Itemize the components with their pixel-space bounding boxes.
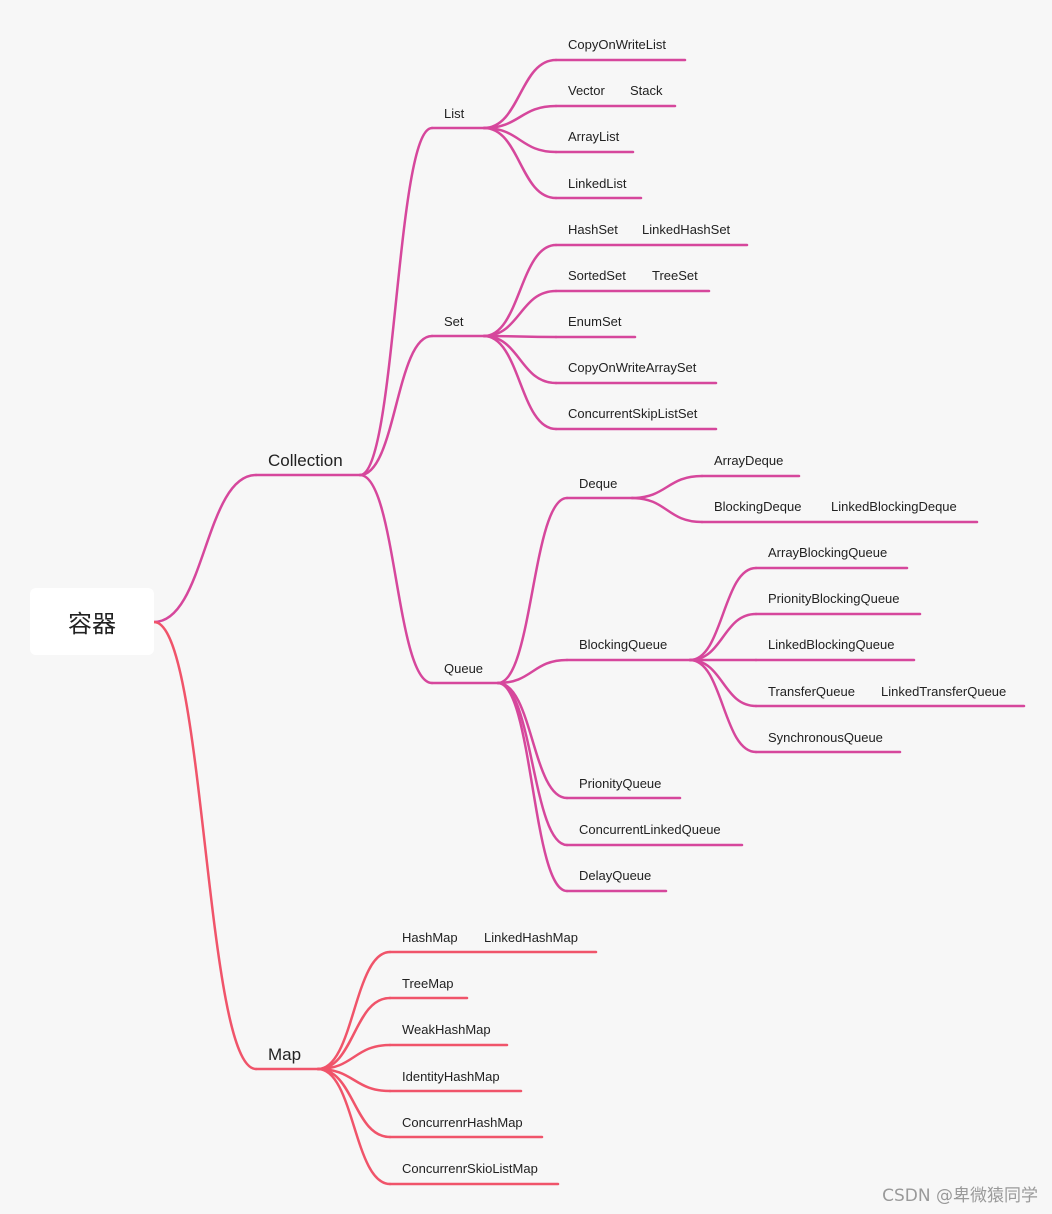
connector-curve: [630, 474, 704, 500]
node-prionityblockingqueue[interactable]: PrionityBlockingQueue: [768, 591, 900, 606]
node-deque[interactable]: Deque: [579, 476, 618, 491]
node-queue[interactable]: Queue: [444, 661, 484, 676]
connector-curve: [152, 473, 258, 624]
connector-curve: [316, 1043, 392, 1071]
node-stack[interactable]: Stack: [630, 83, 663, 98]
node-linkedblockingqueue[interactable]: LinkedBlockingQueue: [768, 637, 895, 652]
connector-curve: [316, 996, 392, 1071]
connector-curve: [316, 1067, 392, 1186]
node-delayqueue[interactable]: DelayQueue: [579, 868, 652, 883]
node-list[interactable]: List: [444, 106, 465, 121]
node-identityhashmap[interactable]: IdentityHashMap: [402, 1069, 500, 1084]
root-label: 容器: [68, 610, 116, 638]
connector-curve: [496, 681, 569, 847]
connector-curve: [482, 334, 558, 431]
connector-curve: [630, 496, 704, 524]
node-arraydeque[interactable]: ArrayDeque: [714, 453, 784, 468]
node-linkedtransferqueue[interactable]: LinkedTransferQueue: [881, 684, 1007, 699]
connector-curve: [496, 496, 569, 685]
connector-curve: [358, 126, 434, 477]
connector-curve: [482, 243, 558, 338]
connector-curve: [152, 620, 258, 1071]
connector-curve: [688, 612, 758, 662]
node-linkedlist[interactable]: LinkedList: [568, 176, 627, 191]
connector-curve: [688, 658, 758, 708]
root-node[interactable]: 容器: [30, 588, 154, 655]
connector-curve: [482, 58, 558, 130]
node-transferqueue[interactable]: TransferQueue: [768, 684, 855, 699]
connector-curve: [482, 289, 558, 338]
node-vector[interactable]: Vector: [568, 83, 605, 98]
node-blockingqueue[interactable]: BlockingQueue: [579, 637, 668, 652]
connector-curve: [358, 334, 434, 477]
connector-curve: [482, 126, 558, 200]
connector-curve: [496, 658, 569, 685]
node-collection[interactable]: Collection: [268, 451, 343, 470]
node-synchronousqueue[interactable]: SynchronousQueue: [768, 730, 883, 745]
node-linkedhashset[interactable]: LinkedHashSet: [642, 222, 731, 237]
watermark: CSDN @卑微猿同学: [882, 1186, 1038, 1206]
node-treemap[interactable]: TreeMap: [402, 976, 454, 991]
connector-curve: [688, 658, 758, 754]
node-weakhashmap[interactable]: WeakHashMap: [402, 1022, 491, 1037]
connector-curve: [496, 681, 569, 893]
node-linkedhashmap[interactable]: LinkedHashMap: [484, 930, 578, 945]
connector-curve: [316, 950, 392, 1071]
node-treeset[interactable]: TreeSet: [652, 268, 698, 283]
node-enumset[interactable]: EnumSet: [568, 314, 622, 329]
node-concurrentlinkedqueue[interactable]: ConcurrentLinkedQueue: [579, 822, 721, 837]
node-concurrentskiplistset[interactable]: ConcurrentSkipListSet: [568, 406, 698, 421]
node-copyonwritearrayset[interactable]: CopyOnWriteArraySet: [568, 360, 697, 375]
node-linkedblockingdeque[interactable]: LinkedBlockingDeque: [831, 499, 957, 514]
node-sortedset[interactable]: SortedSet: [568, 268, 626, 283]
connector-curve: [482, 334, 558, 385]
node-arraylist[interactable]: ArrayList: [568, 129, 620, 144]
connector-curve: [482, 104, 558, 130]
node-arrayblockingqueue[interactable]: ArrayBlockingQueue: [768, 545, 888, 560]
node-concurrenrhashmap[interactable]: ConcurrenrHashMap: [402, 1115, 523, 1130]
node-map[interactable]: Map: [268, 1045, 302, 1064]
node-prionityqueue[interactable]: PrionityQueue: [579, 776, 662, 791]
connector-curve: [688, 566, 758, 662]
node-hashmap[interactable]: HashMap: [402, 930, 458, 945]
node-copyonwritelist[interactable]: CopyOnWriteList: [568, 37, 667, 52]
node-concurrenrskiolistmap[interactable]: ConcurrenrSkioListMap: [402, 1161, 538, 1176]
connector-curve: [358, 473, 434, 685]
node-blockingdeque[interactable]: BlockingDeque: [714, 499, 802, 514]
node-set[interactable]: Set: [444, 314, 464, 329]
node-hashset[interactable]: HashSet: [568, 222, 618, 237]
